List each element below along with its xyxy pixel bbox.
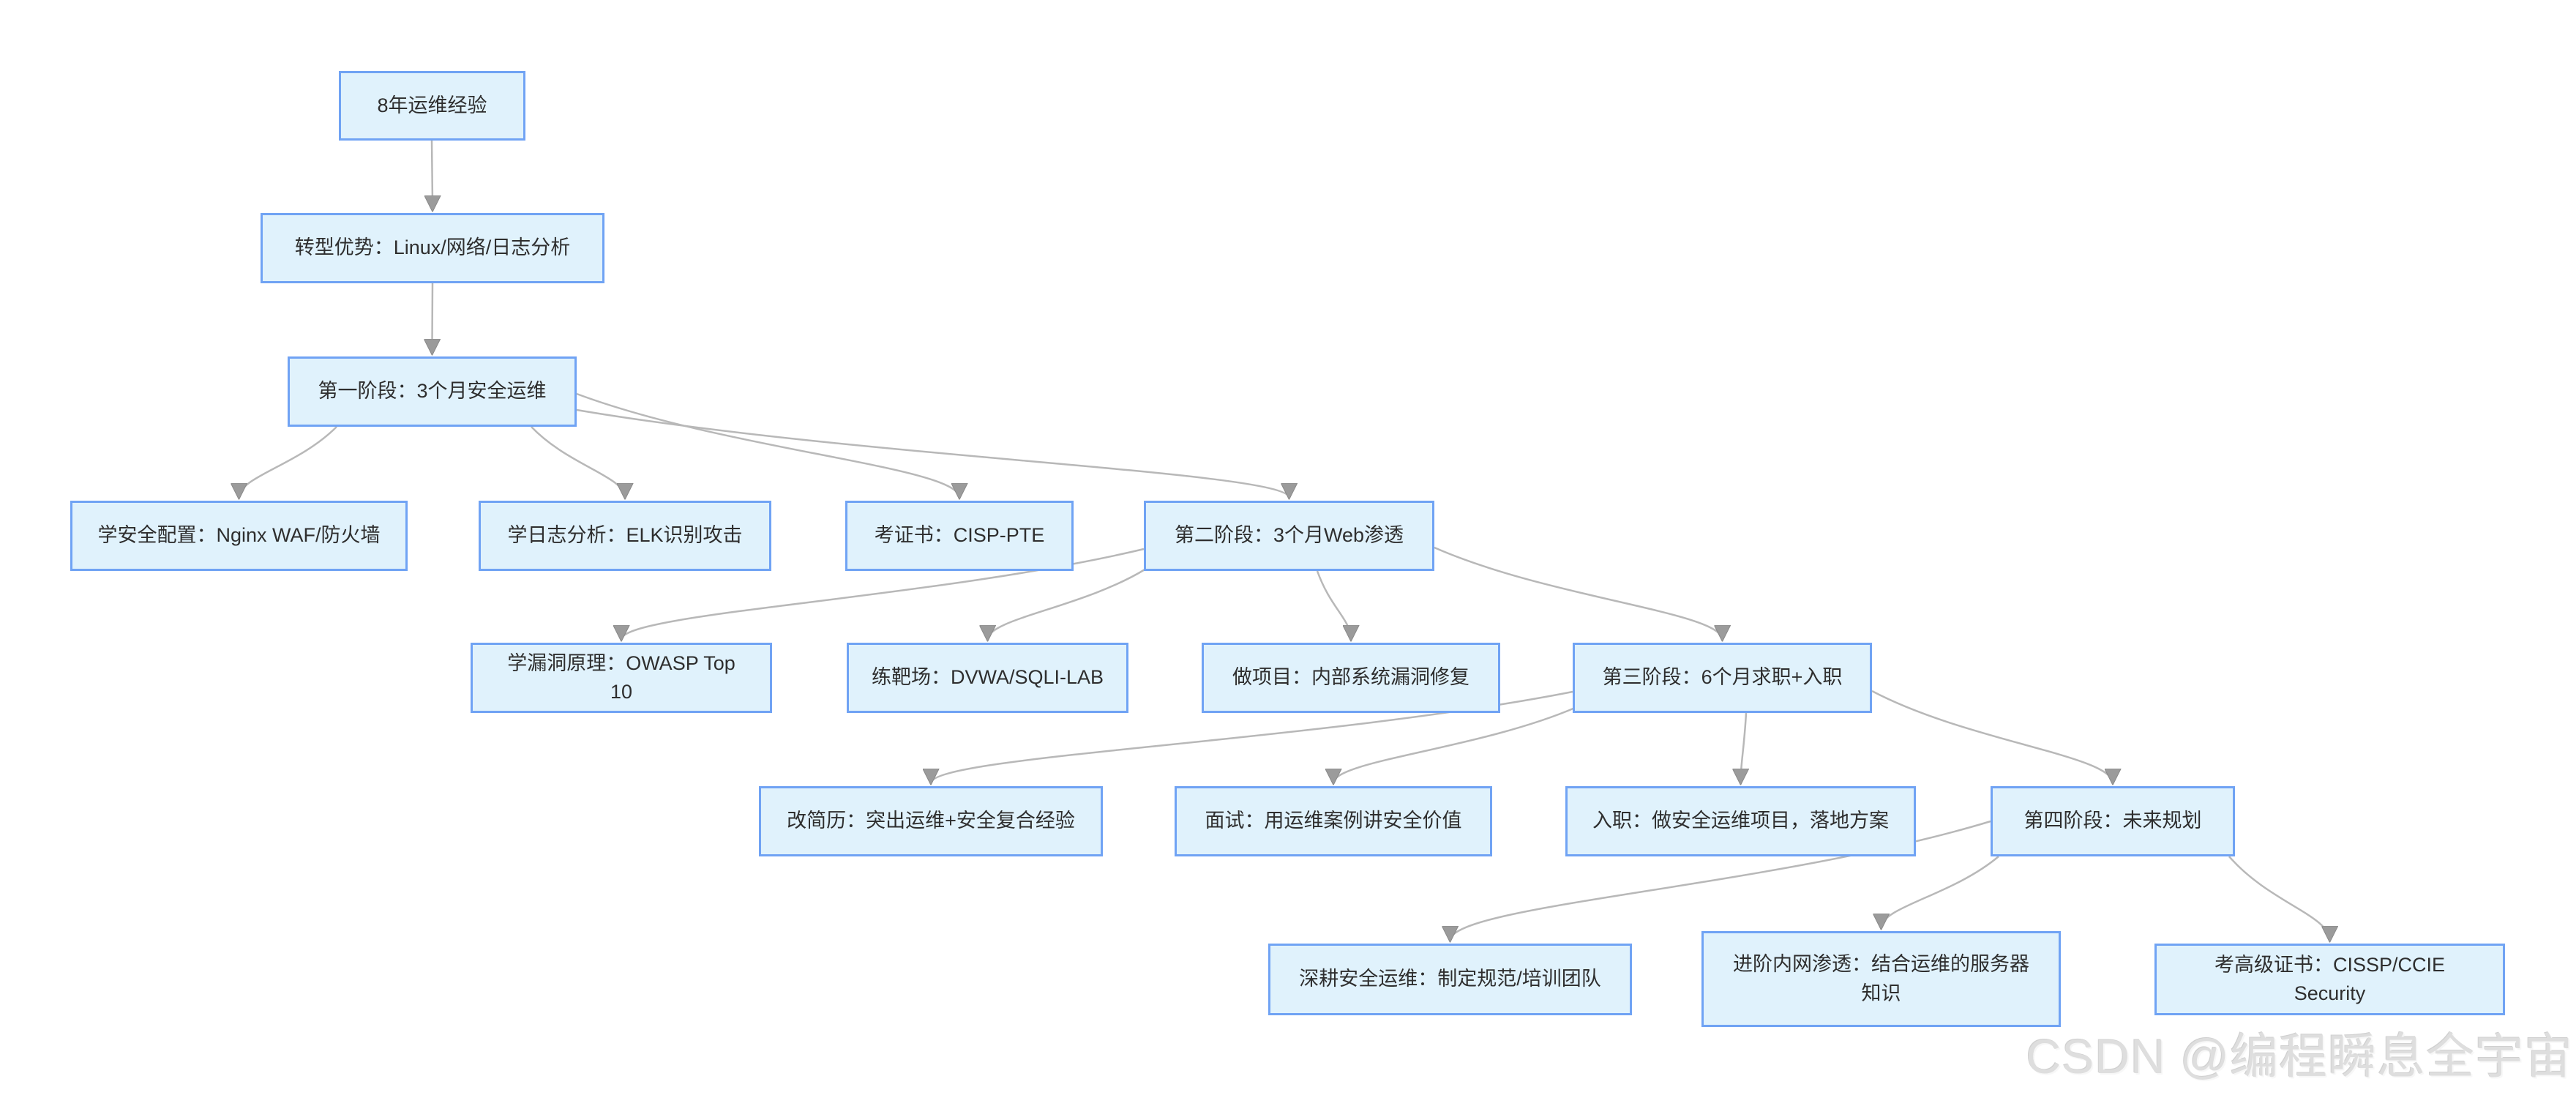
node-label: 8年运维经验 [377, 94, 487, 116]
watermark: CSDN @编程瞬息全宇宙 [2026, 1029, 2573, 1083]
edge-stage1-to-log-analysis [531, 426, 625, 498]
edge-stage2-to-practice-range [988, 567, 1147, 640]
node-stage1: 第一阶段：3个月安全运维 [288, 356, 577, 427]
edge-stage3-to-onboard [1741, 712, 1747, 783]
node-label: 练靶场：DVWA/SQLI-LAB [871, 666, 1104, 689]
node-label: 面试：用运维案例讲安全价值 [1205, 810, 1462, 832]
node-exp: 8年运维经验 [339, 71, 525, 141]
edge-stage3-to-interview [1333, 706, 1576, 783]
node-label: 转型优势：Linux/网络/日志分析 [294, 236, 571, 259]
edge-stage1-to-sec-config [239, 426, 337, 498]
node-label: 进阶内网渗透：结合运维的服务器知识 [1733, 953, 2029, 1004]
edge-stage2-to-project [1316, 570, 1351, 640]
node-label: 入职：做安全运维项目，落地方案 [1592, 810, 1889, 832]
node-label: 第一阶段：3个月安全运维 [318, 380, 547, 403]
edge-stage3-to-stage4 [1871, 690, 2113, 783]
node-sec-config: 学安全配置：Nginx WAF/防火墙 [70, 501, 408, 571]
node-cert-cisp: 考证书：CISP-PTE [845, 501, 1074, 571]
node-stage4: 第四阶段：未来规划 [1991, 786, 2235, 856]
edge-stage4-to-adv-cert [2228, 856, 2330, 941]
node-label: 学日志分析：ELK识别攻击 [507, 524, 743, 547]
node-resume: 改简历：突出运维+安全复合经验 [759, 786, 1103, 856]
node-stage3: 第三阶段：6个月求职+入职 [1573, 643, 1872, 713]
node-label: 改简历：突出运维+安全复合经验 [787, 810, 1075, 832]
node-label: 深耕安全运维：制定规范/培训团队 [1299, 968, 1601, 990]
node-label: 考证书：CISP-PTE [874, 524, 1045, 547]
edge-stage1-to-cert-cisp [576, 392, 959, 498]
node-label: 第三阶段：6个月求职+入职 [1602, 666, 1843, 689]
edge-exp-to-advantage [432, 140, 433, 210]
node-practice-range: 练靶场：DVWA/SQLI-LAB [847, 643, 1128, 713]
node-interview: 面试：用运维案例讲安全价值 [1175, 786, 1492, 856]
node-log-analysis: 学日志分析：ELK识别攻击 [479, 501, 771, 571]
node-deep-ops: 深耕安全运维：制定规范/培训团队 [1268, 944, 1632, 1015]
edge-stage2-to-stage3 [1434, 546, 1723, 640]
edge-stage4-to-intranet [1882, 856, 1999, 928]
node-intranet: 进阶内网渗透：结合运维的服务器知识 [1701, 931, 2061, 1027]
edge-stage1-to-stage2 [576, 408, 1289, 498]
node-label: 第二阶段：3个月Web渗透 [1174, 524, 1404, 547]
node-label: 第四阶段：未来规划 [2023, 810, 2202, 832]
node-label: 学漏洞原理：OWASP Top 10 [507, 651, 735, 703]
node-stage2: 第二阶段：3个月Web渗透 [1144, 501, 1434, 571]
node-label: 考高级证书：CISSP/CCIE Security [2214, 953, 2446, 1004]
node-owasp: 学漏洞原理：OWASP Top 10 [471, 643, 772, 713]
node-onboard: 入职：做安全运维项目，落地方案 [1565, 786, 1916, 856]
node-project: 做项目：内部系统漏洞修复 [1202, 643, 1500, 713]
node-adv-cert: 考高级证书：CISSP/CCIE Security [2154, 944, 2505, 1015]
node-label: 学安全配置：Nginx WAF/防火墙 [97, 524, 381, 547]
node-advantage: 转型优势：Linux/网络/日志分析 [261, 213, 604, 283]
node-label: 做项目：内部系统漏洞修复 [1232, 666, 1469, 689]
